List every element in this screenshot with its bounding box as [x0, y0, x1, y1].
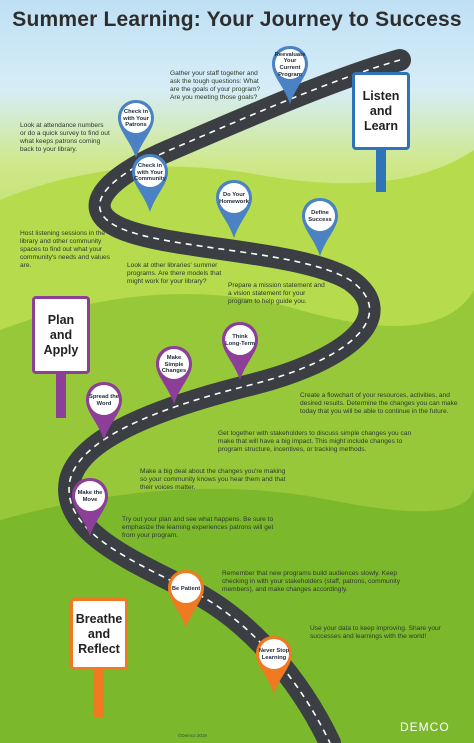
sign-listen-learn: Listen and Learn	[352, 72, 410, 192]
copyright: ©Demco 2019	[178, 733, 207, 738]
note-spread: Make a big deal about the changes you're…	[140, 468, 286, 491]
pin-face	[259, 639, 289, 669]
pin-face	[305, 201, 335, 231]
pin-check-community: Check in with Your Community	[130, 152, 170, 214]
pin-label: Be Patient	[171, 585, 201, 592]
pin-label: Do Your Homework	[219, 192, 249, 205]
pin-face	[225, 325, 255, 355]
pin-reevaluate: Reevaluate Your Current Program	[270, 44, 310, 106]
pin-label: Never Stop Learning	[258, 648, 290, 661]
map-pin-icon	[86, 382, 122, 440]
pin-face	[75, 481, 105, 511]
pin-think-long-term: Think Long-Term	[220, 320, 260, 382]
pin-face	[275, 49, 305, 79]
pin-label: Think Long-Term	[225, 334, 255, 347]
pin-face	[159, 349, 189, 379]
note-community: Host listening sessions in the library a…	[20, 230, 110, 269]
pin-label: Define Success	[308, 210, 332, 223]
sign-breathe-reflect: Breathe and Reflect	[70, 598, 128, 718]
note-move: Try out your plan and see what happens. …	[122, 516, 274, 539]
note-simple: Get together with stakeholders to discus…	[218, 430, 412, 453]
sign-breathe-post	[94, 670, 104, 718]
pin-check-patrons: Check in with Your Patrons	[116, 98, 156, 160]
note-reevaluate: Gather your staff together and ask the t…	[170, 70, 261, 101]
sign-plan-post	[56, 374, 66, 418]
pin-simple-changes: Make Simple Changes	[154, 344, 194, 406]
map-pin-icon	[216, 180, 252, 238]
note-homework: Look at other libraries' summer programs…	[127, 262, 222, 285]
map-pin-icon	[168, 570, 204, 628]
pin-label: Reevaluate Your Current Program	[274, 51, 306, 78]
pin-label: Check in with Your Patrons	[123, 109, 149, 129]
pin-face	[219, 183, 249, 213]
pin-label: Make Simple Changes	[161, 355, 187, 375]
pin-face	[135, 157, 165, 187]
sign-plan-board: Plan and Apply	[32, 296, 90, 374]
page-title: Summer Learning: Your Journey to Success	[12, 8, 462, 31]
pin-face	[171, 573, 201, 603]
pin-label: Spread the Word	[89, 394, 119, 407]
map-pin-icon	[72, 478, 108, 536]
sign-listen-board: Listen and Learn	[352, 72, 410, 150]
map-pin-icon	[132, 154, 168, 212]
pin-label: Make the Move	[77, 490, 103, 503]
pin-never-stop: Never Stop Learning	[254, 634, 294, 696]
map-pin-icon	[156, 346, 192, 404]
pin-face	[89, 385, 119, 415]
pin-define-success: Define Success	[300, 196, 340, 258]
road-centerline	[68, 59, 401, 743]
note-never: Use your data to keep improving. Share y…	[310, 625, 441, 640]
pin-homework: Do Your Homework	[214, 178, 254, 240]
note-patrons: Look at attendance numbers or do a quick…	[20, 122, 110, 153]
pin-face	[121, 103, 151, 133]
note-define: Prepare a mission statement and a vision…	[228, 282, 325, 305]
pin-label: Check in with Your Community	[134, 163, 166, 183]
demco-logo: DEMCO	[400, 720, 450, 734]
sign-listen-post	[376, 150, 386, 192]
map-pin-icon	[272, 46, 308, 104]
pin-make-move: Make the Move	[70, 476, 110, 538]
map-pin-icon	[118, 100, 154, 158]
map-pin-icon	[222, 322, 258, 380]
pin-be-patient: Be Patient	[166, 568, 206, 630]
sign-plan-apply: Plan and Apply	[32, 296, 90, 418]
note-patient: Remember that new programs build audienc…	[222, 570, 400, 593]
sign-breathe-board: Breathe and Reflect	[70, 598, 128, 670]
map-pin-icon	[302, 198, 338, 256]
pin-spread-word: Spread the Word	[84, 380, 124, 442]
map-pin-icon	[256, 636, 292, 694]
note-longterm: Create a flowchart of your resources, ac…	[300, 392, 458, 415]
